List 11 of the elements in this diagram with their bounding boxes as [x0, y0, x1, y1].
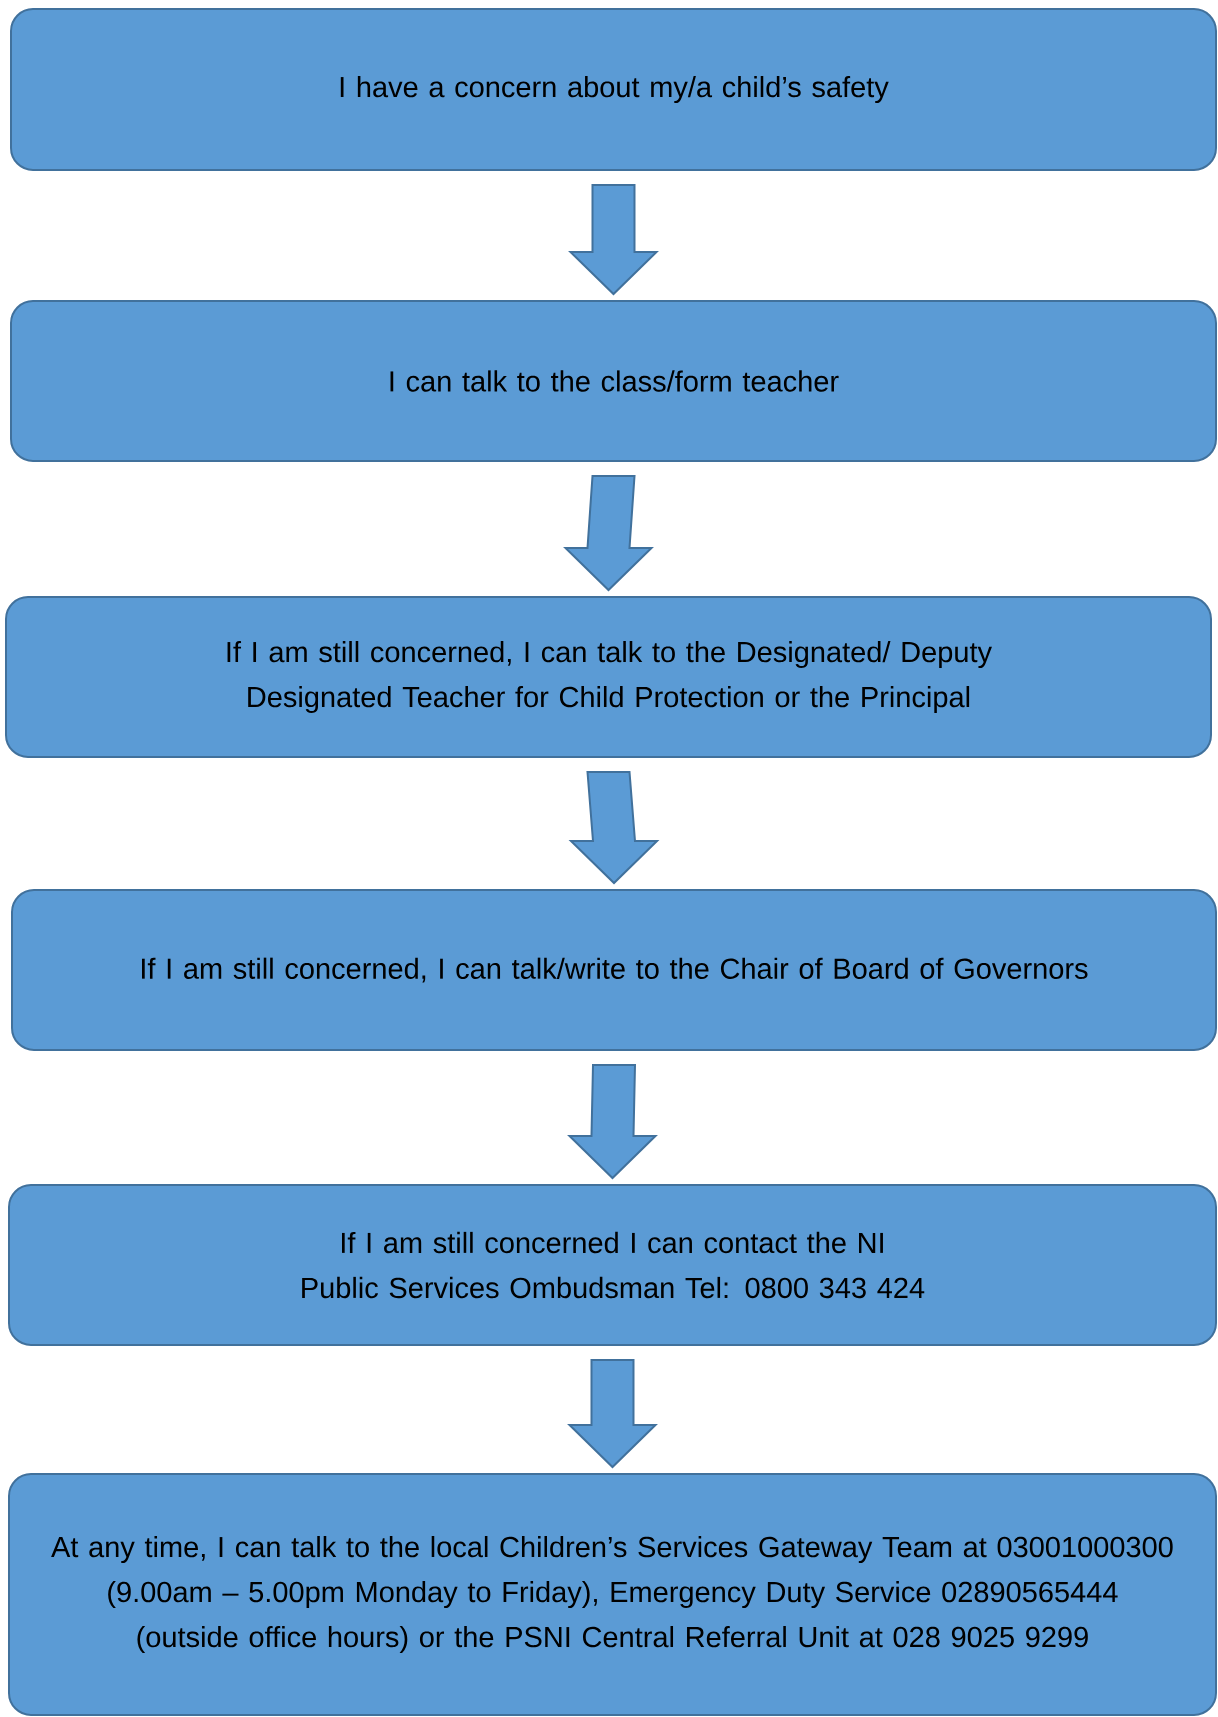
process-box: I have a concern about my/a child’s safety: [10, 8, 1217, 171]
block-arrow: [563, 475, 654, 592]
block-arrow: [568, 184, 659, 296]
block-arrow: [568, 771, 660, 885]
block-arrow: [567, 1359, 658, 1469]
process-box: At any time, I can talk to the local Children’s Services Gateway Team at 03001000300 (9.00am – 5.00pm Monday to Friday), Emergency Duty Service 02890565444 (outside office hours) or the PSNI Central Referral Unit at 028 9025 9299: [8, 1473, 1217, 1716]
process-box: If I am still concerned, I can talk to the Designated/ Deputy Designated Teacher for Child Protection or the Principal: [5, 596, 1212, 758]
block-arrow: [567, 1064, 658, 1180]
process-box: I can talk to the class/form teacher: [10, 300, 1217, 462]
process-box: If I am still concerned, I can talk/write to the Chair of Board of Governors: [11, 889, 1217, 1051]
process-box: If I am still concerned I can contact the NI Public Services Ombudsman Tel: 0800 343 424: [8, 1184, 1217, 1346]
